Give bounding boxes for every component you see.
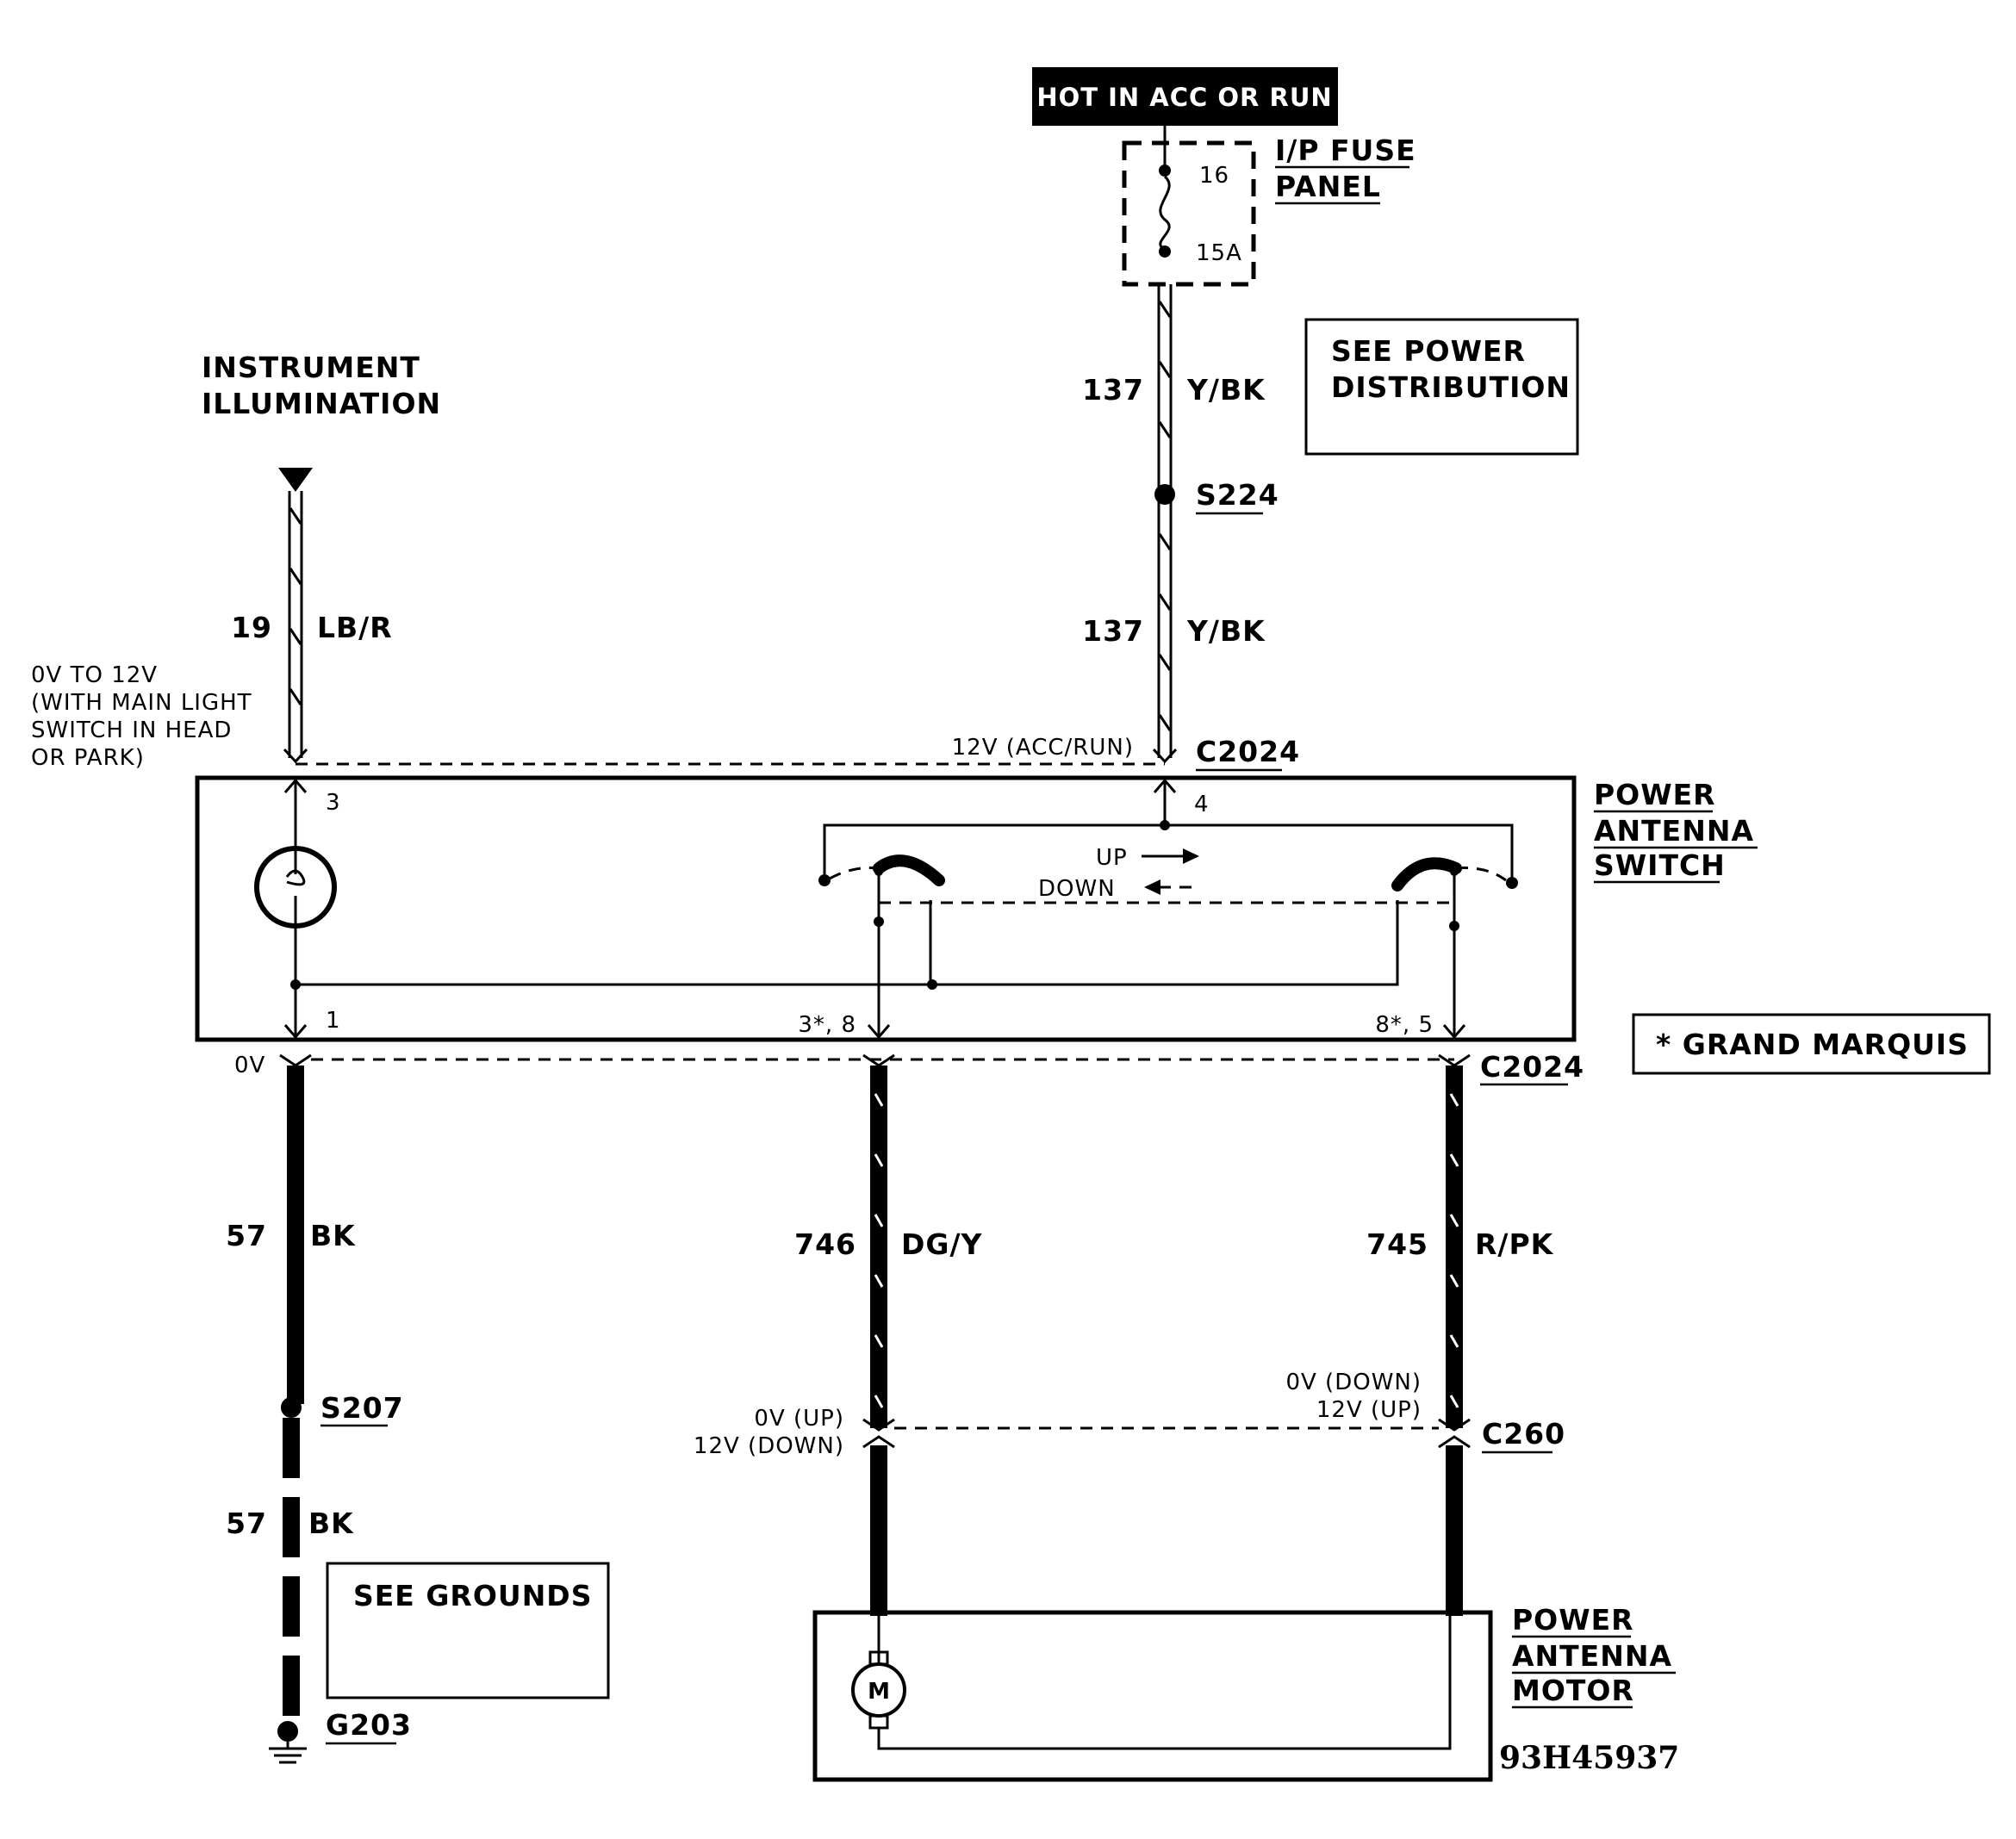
illumination-label-2: ILLUMINATION: [202, 387, 441, 420]
wire-137: [1157, 284, 1173, 758]
grand-marquis-note: * GRAND MARQUIS: [1656, 1028, 1969, 1061]
switch-contact-left: [873, 854, 945, 886]
voltage-745-1: 0V (DOWN): [1285, 1370, 1422, 1395]
wire-57-upper-color: BK: [310, 1219, 356, 1252]
power-distribution-box: [1304, 318, 1579, 456]
voltage-illum-2: (WITH MAIN LIGHT: [31, 690, 252, 716]
voltage-illum-3: SWITCH IN HEAD: [31, 718, 232, 743]
fuse-panel-label-1: I/P FUSE: [1275, 134, 1416, 167]
wire-57-lower-number: 57: [226, 1507, 267, 1540]
voltage-0v: 0V: [234, 1053, 265, 1078]
motor-symbol: M: [868, 1679, 890, 1705]
ground-g203-label: G203: [326, 1708, 412, 1742]
fuse-panel-label-2: PANEL: [1275, 170, 1381, 203]
motor-label-3: MOTOR: [1512, 1674, 1634, 1707]
connector-bottom-label: C2024: [1480, 1050, 1584, 1084]
switch-down-label: DOWN: [1038, 876, 1116, 902]
illumination-label-1: INSTRUMENT: [202, 351, 420, 384]
switch-pin-4: 4: [1194, 792, 1210, 817]
power-source-label: HOT IN ACC OR RUN: [1036, 83, 1332, 112]
ground-g203-dot: [277, 1721, 298, 1742]
power-antenna-motor-box: [812, 1610, 1493, 1782]
switch-pin-8-5: 8*, 5: [1375, 1012, 1434, 1038]
wire-57-lower-color: BK: [308, 1507, 354, 1540]
grand-marquis-box: [1632, 1013, 1991, 1075]
voltage-746-1: 0V (UP): [754, 1406, 844, 1432]
wire-19: [288, 491, 303, 758]
motor-label-1: POWER: [1512, 1603, 1634, 1637]
wire-746-color: DG/Y: [901, 1227, 983, 1261]
diagram-id: 93H45937: [1499, 1740, 1679, 1776]
fuse-panel-box: [1122, 140, 1256, 287]
wire-745-color: R/PK: [1475, 1227, 1554, 1261]
illumination-arrow-icon: [278, 468, 313, 492]
wire-19-number: 19: [231, 611, 272, 644]
fuse-icon: [1159, 175, 1171, 252]
voltage-745-2: 12V (UP): [1316, 1397, 1422, 1423]
switch-label-3: SWITCH: [1594, 848, 1726, 882]
switch-pin-3-8: 3*, 8: [798, 1012, 856, 1038]
voltage-illum-4: OR PARK): [31, 745, 145, 771]
connector-top-label: C2024: [1196, 735, 1300, 768]
fuse-rating: 15A: [1196, 240, 1242, 266]
splice-s224-label: S224: [1196, 478, 1279, 512]
fuse-number: 16: [1199, 163, 1229, 189]
grounds-box: [326, 1562, 610, 1699]
voltage-acc-run: 12V (ACC/RUN): [952, 735, 1134, 761]
wire-137-upper-number: 137: [1082, 373, 1144, 407]
voltage-746-2: 12V (DOWN): [694, 1433, 844, 1459]
power-distribution-line2: DISTRIBUTION: [1331, 370, 1571, 404]
switch-pin-3: 3: [326, 790, 341, 816]
splice-s224-dot: [1154, 484, 1175, 505]
grounds-note: SEE GROUNDS: [353, 1579, 592, 1612]
power-antenna-switch-box: [195, 775, 1577, 1042]
switch-contact-right: [1391, 857, 1462, 892]
wire-19-color: LB/R: [317, 611, 393, 644]
up-arrow-icon: [1183, 848, 1199, 864]
switch-label-2: ANTENNA: [1594, 814, 1754, 848]
voltage-illum-1: 0V TO 12V: [31, 662, 158, 688]
wire-137-upper-color: Y/BK: [1186, 373, 1266, 407]
splice-s207-dot: [281, 1397, 302, 1418]
power-source-banner: [1032, 67, 1338, 126]
motor-label-2: ANTENNA: [1512, 1639, 1672, 1673]
wire-57-upper-number: 57: [226, 1219, 267, 1252]
ground-icon: [269, 1742, 307, 1764]
switch-up-label: UP: [1096, 845, 1128, 871]
connector-c260-label: C260: [1482, 1417, 1565, 1451]
power-distribution-line1: SEE POWER: [1331, 334, 1526, 368]
wire-137-lower-number: 137: [1082, 614, 1144, 648]
splice-s207-label: S207: [320, 1391, 404, 1425]
wire-137-lower-color: Y/BK: [1186, 614, 1266, 648]
fuse-terminal-top: [1159, 165, 1171, 177]
fuse-terminal-bottom: [1159, 245, 1171, 258]
wire-746-number: 746: [794, 1227, 856, 1261]
down-arrow-icon: [1144, 879, 1160, 895]
switch-label-1: POWER: [1594, 778, 1716, 811]
switch-pin-1: 1: [326, 1008, 341, 1034]
wire-745-number: 745: [1366, 1227, 1428, 1261]
